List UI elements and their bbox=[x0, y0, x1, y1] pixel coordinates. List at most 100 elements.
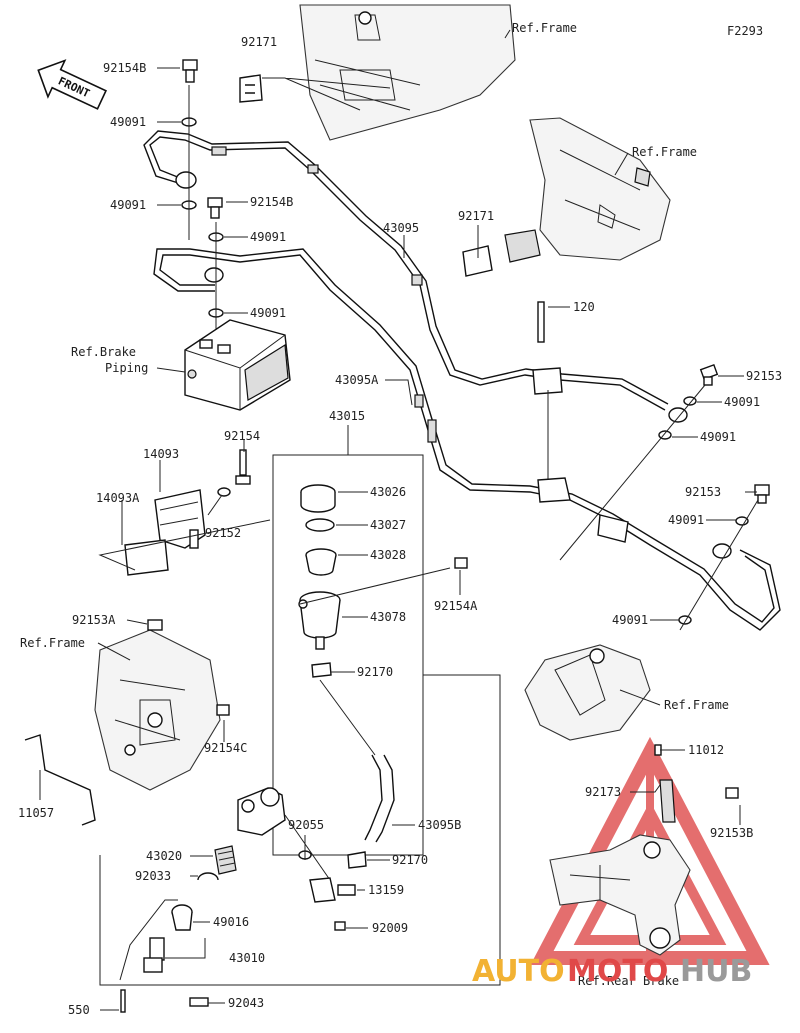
clamp-92171-mount bbox=[504, 229, 541, 263]
cotter-pin-550 bbox=[120, 989, 126, 1013]
ref-rear-brake: Ref.Rear Brake bbox=[578, 974, 679, 988]
bolt-92154A bbox=[454, 557, 468, 569]
banjo-bolt-92153-upper bbox=[699, 364, 719, 386]
ref-frame-right: Ref.Frame bbox=[632, 145, 697, 159]
part-label: 92153B bbox=[710, 826, 753, 840]
clamp-92170 bbox=[347, 851, 367, 869]
frame-lower-right bbox=[524, 644, 651, 741]
part-label: 13159 bbox=[368, 883, 404, 897]
watermark-text: AUTO MOTO HUB bbox=[472, 954, 752, 989]
part-label: 11057 bbox=[18, 806, 54, 820]
hose-joint bbox=[411, 274, 423, 286]
banjo-bolt-92154B-top bbox=[182, 59, 198, 83]
hose-joint bbox=[427, 419, 437, 443]
ref-frame-left: Ref.Frame bbox=[20, 636, 85, 650]
part-label: 92043 bbox=[228, 996, 264, 1010]
frame-left bbox=[24, 629, 221, 826]
part-label: 43028 bbox=[370, 548, 406, 562]
part-label: 49016 bbox=[213, 915, 249, 929]
brake-hose-43095A bbox=[153, 248, 781, 631]
part-label: 49091 bbox=[110, 198, 146, 212]
watermark-moto: MOTO bbox=[567, 954, 668, 989]
washer-49091 bbox=[735, 516, 749, 526]
hose-guide-120 bbox=[532, 301, 629, 543]
diaphragm-43028 bbox=[305, 548, 337, 576]
part-label: 92171 bbox=[458, 209, 494, 223]
part-label: 49091 bbox=[724, 395, 760, 409]
circlip-92033 bbox=[197, 872, 219, 881]
part-label: 92154B bbox=[103, 61, 146, 75]
part-label: 92170 bbox=[392, 853, 428, 867]
frame-top bbox=[299, 4, 516, 141]
reservoir-cap-43026 bbox=[300, 484, 336, 513]
washer-49091 bbox=[678, 615, 692, 625]
banjo-bolt-92154B-mid bbox=[207, 197, 223, 219]
clamp-92171 bbox=[239, 74, 263, 103]
part-label: 43078 bbox=[370, 610, 406, 624]
part-label: 49091 bbox=[250, 306, 286, 320]
abs-unit bbox=[184, 319, 291, 411]
part-label: 43026 bbox=[370, 485, 406, 499]
bolt-92153A bbox=[147, 619, 163, 631]
outline-43010 bbox=[99, 674, 501, 986]
part-label: 49091 bbox=[700, 430, 736, 444]
part-label: 92153 bbox=[685, 485, 721, 499]
leader-lines bbox=[39, 29, 757, 1011]
push-rod-43020 bbox=[214, 845, 237, 875]
frame-right bbox=[529, 117, 671, 261]
washer-92152 bbox=[217, 487, 231, 497]
bolt-92154 bbox=[239, 449, 247, 476]
diaphragm-plate-43027 bbox=[305, 518, 335, 532]
hose-joint bbox=[307, 164, 319, 174]
part-label: 550 bbox=[68, 1003, 90, 1017]
part-label: 92171 bbox=[241, 35, 277, 49]
banjo-fitting bbox=[175, 171, 197, 189]
part-label: 92055 bbox=[288, 818, 324, 832]
group-43015-box bbox=[272, 454, 424, 856]
part-label: 43095A bbox=[335, 373, 379, 387]
part-label: 43095 bbox=[383, 221, 419, 235]
boot-49016 bbox=[171, 904, 193, 931]
part-label: 43027 bbox=[370, 518, 406, 532]
part-label: 14093 bbox=[143, 447, 179, 461]
banjo-fitting bbox=[712, 543, 732, 559]
part-label: 43010 bbox=[229, 951, 265, 965]
part-label: 92009 bbox=[372, 921, 408, 935]
reservoir-guard-14093 bbox=[124, 489, 206, 576]
ref-frame-top: Ref.Frame bbox=[512, 21, 577, 35]
part-label: 92153 bbox=[746, 369, 782, 383]
part-label: 49091 bbox=[250, 230, 286, 244]
bolt-92154-head bbox=[235, 475, 251, 485]
part-label: 49091 bbox=[668, 513, 704, 527]
hose-joint bbox=[211, 146, 227, 156]
part-label: 11012 bbox=[688, 743, 724, 757]
part-label: 92154A bbox=[434, 599, 478, 613]
rear-brake-bracket bbox=[549, 744, 691, 956]
part-label: 49091 bbox=[612, 613, 648, 627]
fitting-13159 bbox=[337, 884, 356, 896]
part-label: 92154B bbox=[250, 195, 293, 209]
part-label: 43020 bbox=[146, 849, 182, 863]
part-label: 14093A bbox=[96, 491, 140, 505]
watermark-auto: AUTO bbox=[472, 954, 565, 989]
part-label: 92173 bbox=[585, 785, 621, 799]
bolt-92154C bbox=[216, 704, 230, 716]
part-label: 49091 bbox=[110, 115, 146, 129]
ref-brake-piping: Ref.Brake bbox=[71, 345, 136, 359]
banjo-fitting bbox=[204, 267, 224, 283]
clamp-92170 bbox=[311, 662, 332, 678]
hose-joint bbox=[414, 394, 424, 408]
bolt-92153B bbox=[725, 787, 739, 799]
part-label: 92153A bbox=[72, 613, 116, 627]
part-label: 43095B bbox=[418, 818, 461, 832]
brake-hose-43095 bbox=[143, 130, 669, 411]
part-label: 92170 bbox=[357, 665, 393, 679]
banjo-bolt-92153-lower bbox=[754, 484, 770, 504]
ref-brake-piping-2: Piping bbox=[105, 361, 148, 375]
part-label: 92152 bbox=[205, 526, 241, 540]
diagram-code: F2293 bbox=[727, 24, 763, 38]
part-label: 92154 bbox=[224, 429, 260, 443]
part-label: 43015 bbox=[329, 409, 365, 423]
